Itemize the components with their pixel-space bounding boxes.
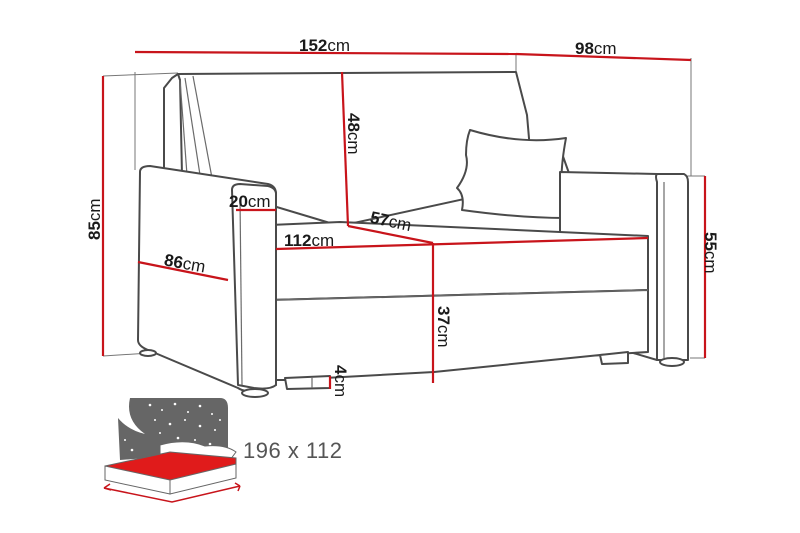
label-depth: 98cm — [575, 39, 617, 58]
dim-line-seat-width — [275, 236, 649, 251]
dim-line-total-width — [134, 50, 517, 56]
pillow — [456, 129, 568, 219]
dim-line-backrest — [340, 71, 350, 227]
label-seat-width: 112cm — [284, 231, 335, 250]
dim-line-armrest-depth — [137, 260, 229, 282]
label-armrest-height: 55cm — [701, 232, 720, 274]
label-seat-height: 37cm — [434, 306, 453, 348]
dimension-lines — [101, 50, 707, 389]
label-total-width: 152cm — [299, 36, 351, 55]
left-armrest — [137, 165, 277, 398]
label-total-height: 85cm — [85, 198, 104, 240]
dim-line-depth — [515, 52, 692, 62]
bed-night-icon — [103, 398, 241, 503]
label-armrest-width: 20cm — [229, 192, 271, 211]
label-backrest-height: 48cm — [344, 113, 363, 155]
sleeping-area-label: 196 x 112 — [243, 438, 343, 463]
dim-line-seat-depth — [347, 224, 434, 245]
label-leg-height: 4cm — [331, 365, 350, 398]
